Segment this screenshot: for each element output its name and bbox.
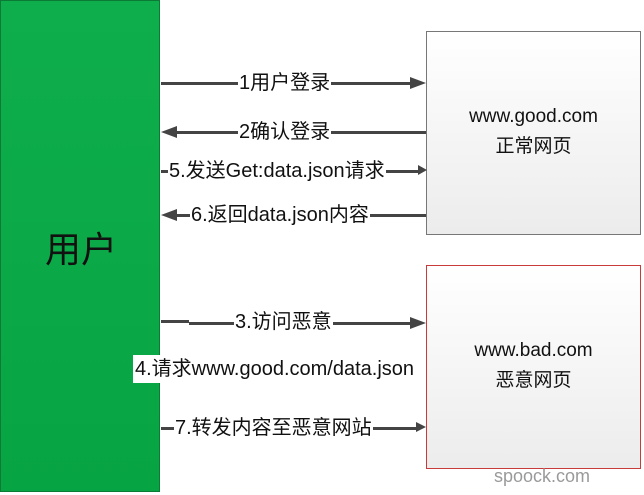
user-box: 用户 (0, 0, 160, 492)
bad-site-domain: www.bad.com (474, 340, 593, 361)
bad-site-desc: 恶意网页 (495, 370, 572, 391)
step6-label: 6.返回data.json内容 (190, 203, 370, 227)
arrow-right-icon (416, 422, 426, 432)
step4-label: 4.请求www.good.com/data.json (133, 355, 417, 383)
good-site-box: www.good.com 正常网页 (426, 31, 641, 235)
arrow-right-icon (410, 317, 426, 329)
user-label: 用户 (44, 229, 117, 270)
step7-label: 7.转发内容至恶意网站 (174, 416, 373, 440)
step2-label: 2确认登录 (238, 120, 332, 144)
bad-site-box: www.bad.com 恶意网页 (426, 265, 641, 469)
arrow-left-icon (161, 126, 177, 138)
watermark: spoock.com (494, 466, 591, 486)
arrow-left-icon (161, 209, 177, 221)
good-site-desc: 正常网页 (495, 136, 572, 157)
arrow-right-icon (418, 165, 427, 175)
arrow-right-icon (410, 77, 426, 89)
arrow-step3-stub (161, 320, 189, 323)
good-site-domain: www.good.com (469, 106, 598, 127)
step3-label: 3.访问恶意 (234, 310, 333, 334)
step1-label: 1用户登录 (238, 71, 332, 95)
step5-label: 5.发送Get:data.json请求 (168, 159, 386, 183)
